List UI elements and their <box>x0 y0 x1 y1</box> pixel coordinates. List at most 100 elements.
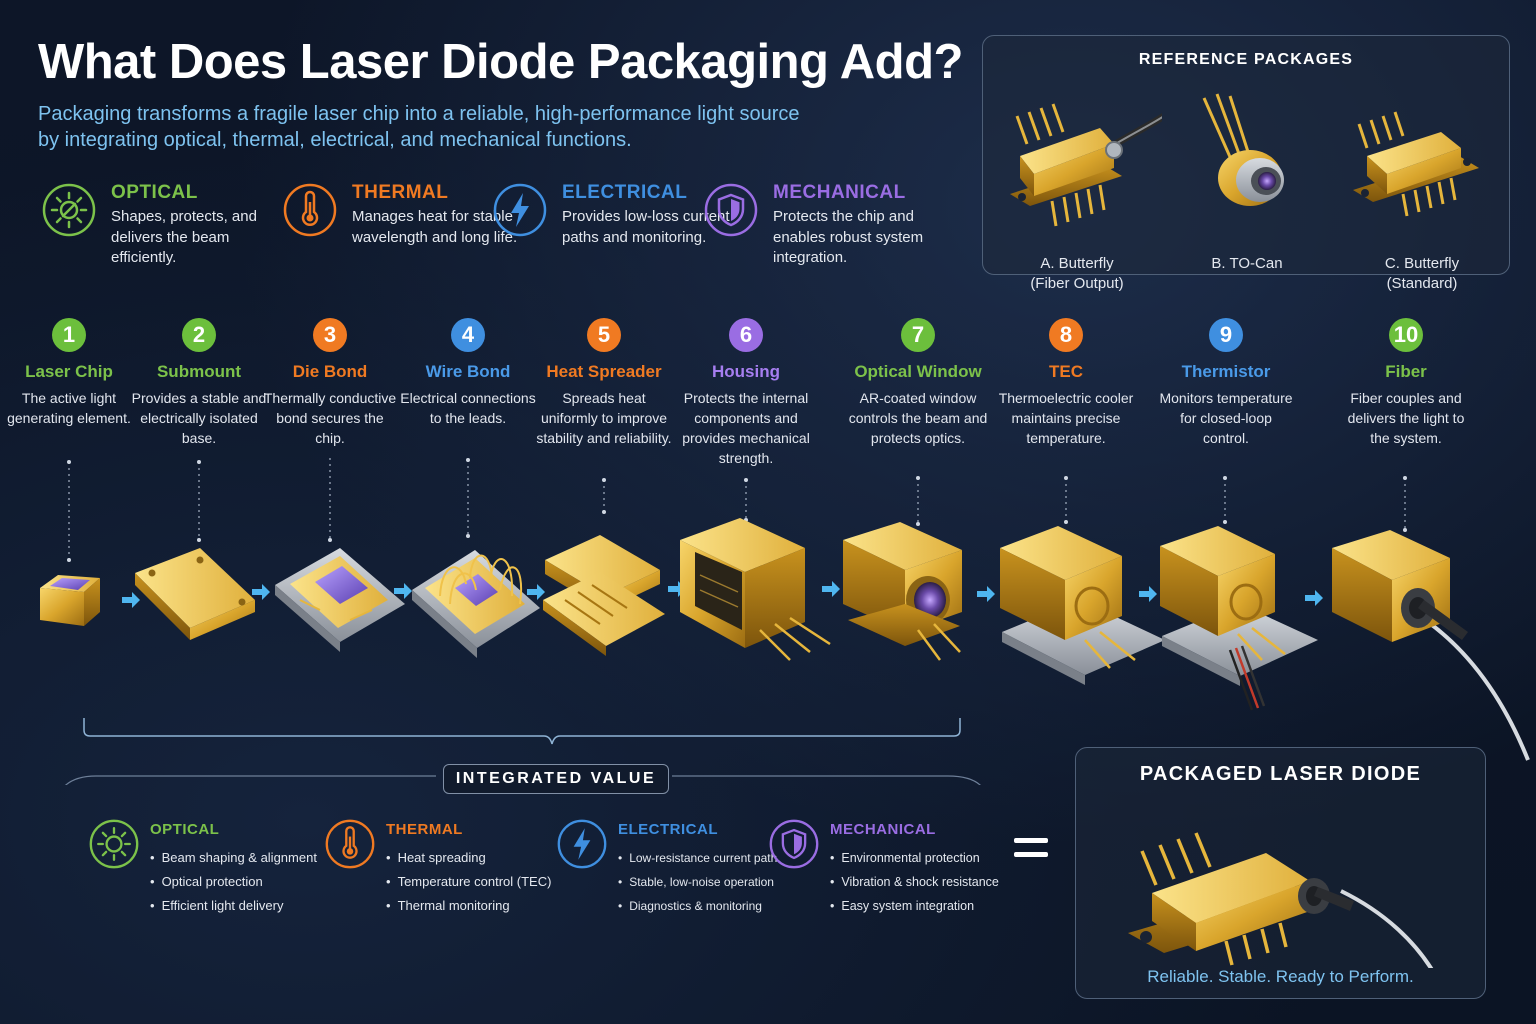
reference-label-line-1: C. Butterfly <box>1384 255 1460 272</box>
function-name: OPTICAL <box>111 182 198 203</box>
fiber-illustration <box>1332 530 1530 761</box>
bullet-item: Heat spreading <box>386 846 551 870</box>
step-name: TEC <box>1049 362 1083 381</box>
function-description: Protects the chip and enables robust sys… <box>773 208 924 266</box>
integrated-bullets: Beam shaping & alignment Optical protect… <box>150 846 317 918</box>
bullet-item: Diagnostics & monitoring <box>618 894 777 918</box>
housing-illustration <box>680 518 831 661</box>
function-card-mechanical: MECHANICAL Protects the chip and enables… <box>703 180 938 276</box>
shield-icon <box>769 819 819 869</box>
step-description: Fiber couples and delivers the light to … <box>1347 390 1465 446</box>
function-card-thermal: THERMAL Manages heat for stable waveleng… <box>282 180 517 276</box>
laser-chip-illustration <box>40 575 100 626</box>
tec-illustration <box>1000 526 1165 685</box>
step-fiber: 10 Fiber Fiber couples and delivers the … <box>1336 318 1476 448</box>
reference-label-line-1: A. Butterfly <box>1040 255 1114 272</box>
step-name: Wire Bond <box>425 362 511 381</box>
step-wire-bond: 4 Wire Bond Electrical connections to th… <box>398 318 538 428</box>
submount-illustration <box>135 548 255 640</box>
reference-label-line-2: (Standard) <box>1386 275 1458 292</box>
reference-label: B. TO-Can <box>1162 254 1332 274</box>
packaged-title: PACKAGED LASER DIODE <box>1139 763 1422 785</box>
reference-label-line-1: B. TO-Can <box>1211 255 1283 272</box>
die-bond-illustration <box>275 548 405 652</box>
step-number-badge: 9 <box>1209 318 1243 352</box>
step-name: Thermistor <box>1181 362 1271 381</box>
equals-sign <box>1014 838 1048 866</box>
step-number-badge: 3 <box>313 318 347 352</box>
reference-title: REFERENCE PACKAGES <box>1138 51 1354 68</box>
step-description: Electrical connections to the leads. <box>400 390 536 426</box>
bullet-item: Efficient light delivery <box>150 894 317 918</box>
wire-bond-illustration <box>412 550 540 658</box>
bullet-item: Stable, low-noise operation <box>618 870 777 894</box>
thermometer-icon <box>283 183 337 237</box>
function-name: ELECTRICAL <box>562 182 688 203</box>
thermometer-icon <box>325 819 375 869</box>
step-name: Fiber <box>1385 362 1427 381</box>
reference-butterfly-fiber: A. Butterfly (Fiber Output) <box>992 76 1162 292</box>
step-description: Monitors temperature for closed-loop con… <box>1159 390 1293 446</box>
step-description: Protects the internal components and pro… <box>682 390 810 466</box>
step-number-badge: 7 <box>901 318 935 352</box>
step-description: The active light generating element. <box>7 390 131 426</box>
lightning-bolt-icon <box>557 819 607 869</box>
step-laser-chip: 1 Laser Chip The active light generating… <box>0 318 139 428</box>
bullet-item: Vibration & shock resistance <box>830 870 999 894</box>
grouping-bracket <box>83 718 961 745</box>
flow-arrows <box>122 581 1323 608</box>
bullet-item: Optical protection <box>150 870 317 894</box>
function-description: Shapes, protects, and delivers the beam … <box>111 208 257 266</box>
to-can-package-icon <box>1202 93 1284 206</box>
function-card-electrical: ELECTRICAL Provides low-loss current pat… <box>492 180 730 276</box>
integrated-bullets: Low-resistance current path Stable, low-… <box>618 846 777 918</box>
step-number-badge: 4 <box>451 318 485 352</box>
optical-window-illustration <box>843 522 962 661</box>
integrated-bullets: Environmental protection Vibration & sho… <box>830 846 999 918</box>
step-housing: 6 Housing Protects the internal componen… <box>673 318 819 468</box>
step-thermistor: 9 Thermistor Monitors temperature for cl… <box>1156 318 1296 448</box>
integrated-value-label: INTEGRATED VALUE <box>443 764 669 794</box>
integrated-name: ELECTRICAL <box>618 821 718 838</box>
packaged-laser-diode-icon <box>1128 832 1434 968</box>
step-name: Submount <box>156 362 242 381</box>
bullet-item: Beam shaping & alignment <box>150 846 317 870</box>
step-description: Thermoelectric cooler maintains precise … <box>998 390 1134 446</box>
lightning-bolt-icon <box>493 183 547 237</box>
step-heat-spreader: 5 Heat Spreader Spreads heat uniformly t… <box>534 318 674 448</box>
integrated-bullets: Heat spreading Temperature control (TEC)… <box>386 846 552 918</box>
page-title: What Does Laser Diode Packaging Add? <box>38 35 963 89</box>
step-description: Spreads heat uniformly to improve stabil… <box>536 390 672 446</box>
function-card-optical: OPTICAL Shapes, protects, and delivers t… <box>41 180 276 276</box>
step-name: Housing <box>712 362 780 381</box>
step-number-badge: 6 <box>729 318 763 352</box>
step-name: Heat Spreader <box>546 362 662 381</box>
step-description: Provides a stable and electrically isola… <box>131 390 267 446</box>
bullet-item: Environmental protection <box>830 846 999 870</box>
integrated-name: THERMAL <box>386 821 463 838</box>
heat-spreader-illustration <box>543 535 665 656</box>
step-number-badge: 2 <box>182 318 216 352</box>
step-tec: 8 TEC Thermoelectric cooler maintains pr… <box>996 318 1136 448</box>
packaged-laser-diode-panel: PACKAGED LASER DIODE Reliable. Stable. R… <box>1075 747 1486 999</box>
step-number-badge: 1 <box>52 318 86 352</box>
step-number-badge: 8 <box>1049 318 1083 352</box>
function-description: Provides low-loss current paths and moni… <box>562 208 730 246</box>
bullet-item: Easy system integration <box>830 894 999 918</box>
butterfly-fiber-package-icon <box>1010 103 1162 227</box>
reference-packages-panel: REFERENCE PACKAGES A. Butterfly (Fiber O… <box>982 35 1510 292</box>
step-die-bond: 3 Die Bond Thermally conductive bond sec… <box>260 318 400 448</box>
step-name: Die Bond <box>292 362 368 381</box>
reference-label-line-2: (Fiber Output) <box>1030 275 1124 292</box>
bullet-item: Thermal monitoring <box>386 894 551 918</box>
integrated-name: OPTICAL <box>150 821 220 838</box>
integrated-name: MECHANICAL <box>830 821 936 838</box>
step-name: Laser Chip <box>25 362 113 381</box>
reference-butterfly-standard: C. Butterfly (Standard) <box>1337 76 1507 292</box>
optical-lens-icon <box>89 819 139 869</box>
function-name: MECHANICAL <box>773 182 906 203</box>
step-number-badge: 5 <box>587 318 621 352</box>
reference-to-can: B. TO-Can <box>1162 76 1332 272</box>
function-description: Manages heat for stable wavelength and l… <box>352 208 518 246</box>
page-subtitle: Packaging transforms a fragile laser chi… <box>38 101 858 153</box>
